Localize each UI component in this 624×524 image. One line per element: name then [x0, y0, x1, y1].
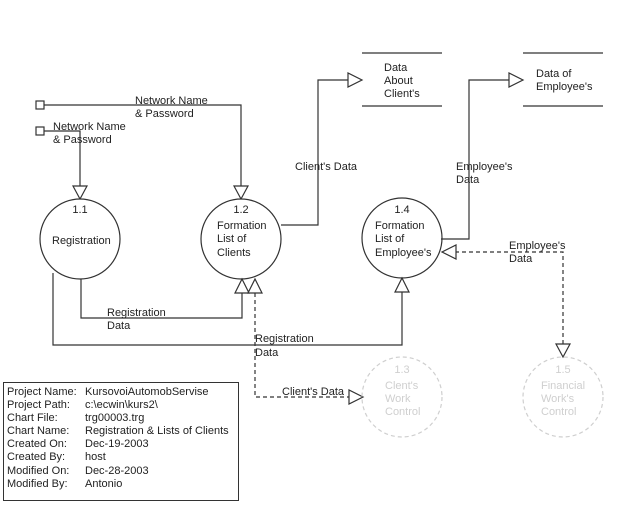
info-key: Modified By:	[7, 477, 68, 490]
info-row: Chart Name: Registration & Lists of Clien…	[7, 425, 238, 438]
flow-label: Data	[255, 347, 279, 359]
info-value: Registration & Lists of Clients	[85, 425, 229, 438]
flow-label: Client's Data	[295, 161, 358, 173]
info-value: Antonio	[85, 477, 123, 490]
info-row: Project Name: KursovoiAutomobServise	[7, 386, 238, 399]
process-1-3-label: Control	[385, 406, 420, 418]
flow-network-to-1-2[interactable]	[44, 104, 242, 186]
process-1-3[interactable]	[361, 356, 443, 438]
arrow-head	[554, 343, 572, 359]
arrow-head	[232, 185, 250, 201]
flow-employees-data[interactable]	[441, 79, 509, 240]
process-1-1-id: 1.1	[72, 204, 87, 216]
process-1-5[interactable]	[522, 356, 604, 438]
process-1-5-label: Control	[541, 406, 576, 418]
arrow-head	[71, 185, 89, 201]
info-value: trg00003.trg	[85, 412, 145, 425]
flow-label: Client's Data	[282, 386, 345, 398]
info-key: Modified On:	[7, 464, 70, 477]
flow-label: Data	[107, 320, 131, 332]
info-row: Created On: Dec-19-2003	[7, 438, 238, 451]
process-1-2-label: List of	[217, 233, 247, 245]
info-row: Modified By: Antonio	[7, 478, 238, 491]
flow-label: Data	[509, 253, 533, 265]
info-key: Created On:	[7, 438, 67, 451]
info-value: Dec-19-2003	[85, 438, 149, 451]
flow-clients-data[interactable]	[281, 79, 348, 226]
info-key: Project Path:	[7, 399, 70, 412]
arrow-head	[347, 72, 364, 88]
process-1-1[interactable]	[39, 198, 121, 280]
process-1-2-label: Clients	[217, 247, 251, 259]
flow-employees-data-dashed[interactable]	[456, 251, 564, 344]
info-row: Created By: host	[7, 451, 238, 464]
process-1-3-id: 1.3	[394, 364, 409, 376]
datastore-employees-label: Data of	[536, 68, 572, 80]
process-1-3-label: Clent's	[385, 380, 419, 392]
process-1-3-label: Work	[385, 393, 411, 405]
info-key: Project Name:	[7, 386, 77, 398]
info-row: Chart File: trg00003.trg	[7, 412, 238, 425]
external-entity-1[interactable]	[35, 100, 45, 110]
info-key: Chart File:	[7, 412, 58, 425]
flow-registration-data-2[interactable]	[52, 273, 403, 346]
flow-label: Employee's	[456, 161, 513, 173]
flow-label: Network Name	[135, 95, 208, 107]
info-key: Created By:	[7, 451, 66, 464]
flow-network-to-1-1[interactable]	[44, 130, 81, 186]
info-key: Chart Name:	[7, 425, 70, 438]
project-info-box: Project Name: KursovoiAutomobServise Proj…	[3, 382, 239, 501]
info-value: KursovoiAutomobServise	[85, 386, 209, 398]
datastore-clients-label: About	[384, 75, 413, 87]
arrow-head	[234, 277, 250, 294]
flow-label: Registration	[255, 333, 314, 345]
process-1-2-id: 1.2	[233, 204, 248, 216]
arrow-head	[394, 276, 410, 293]
datastore-clients-label: Data	[384, 62, 408, 74]
arrow-head	[440, 244, 457, 260]
info-value: c:\ecwin\kurs2\	[85, 399, 158, 412]
info-row: Modified On: Dec-28-2003	[7, 465, 238, 478]
arrow-head	[348, 389, 365, 405]
process-1-1-label: Registration	[52, 235, 111, 247]
flow-label: Employee's	[509, 240, 566, 252]
process-1-4-label: Formation	[375, 220, 425, 232]
arrow-head	[247, 277, 263, 294]
info-value: Dec-28-2003	[85, 464, 149, 477]
arrow-head	[508, 72, 525, 88]
process-1-2-label: Formation	[217, 220, 267, 232]
flow-registration-data-1[interactable]	[80, 279, 243, 319]
process-1-4-id: 1.4	[394, 204, 409, 216]
flow-label: Network Name	[53, 121, 126, 133]
process-1-5-label: Financial	[541, 380, 585, 392]
flow-label: & Password	[135, 108, 194, 120]
process-1-4-label: Employee's	[375, 247, 432, 259]
process-1-5-id: 1.5	[555, 364, 570, 376]
process-1-2[interactable]	[200, 198, 282, 280]
flow-label: Data	[456, 174, 480, 186]
process-1-4-label: List of	[375, 233, 405, 245]
info-value: host	[85, 451, 106, 464]
flow-label: Registration	[107, 307, 166, 319]
external-entity-2[interactable]	[35, 126, 45, 136]
datastore-clients-label: Client's	[384, 88, 420, 100]
datastore-employees-label: Employee's	[536, 81, 593, 93]
process-1-5-label: Work's	[541, 393, 575, 405]
flow-label: & Password	[53, 134, 112, 146]
info-row: Project Path: c:\ecwin\kurs2\	[7, 399, 238, 412]
